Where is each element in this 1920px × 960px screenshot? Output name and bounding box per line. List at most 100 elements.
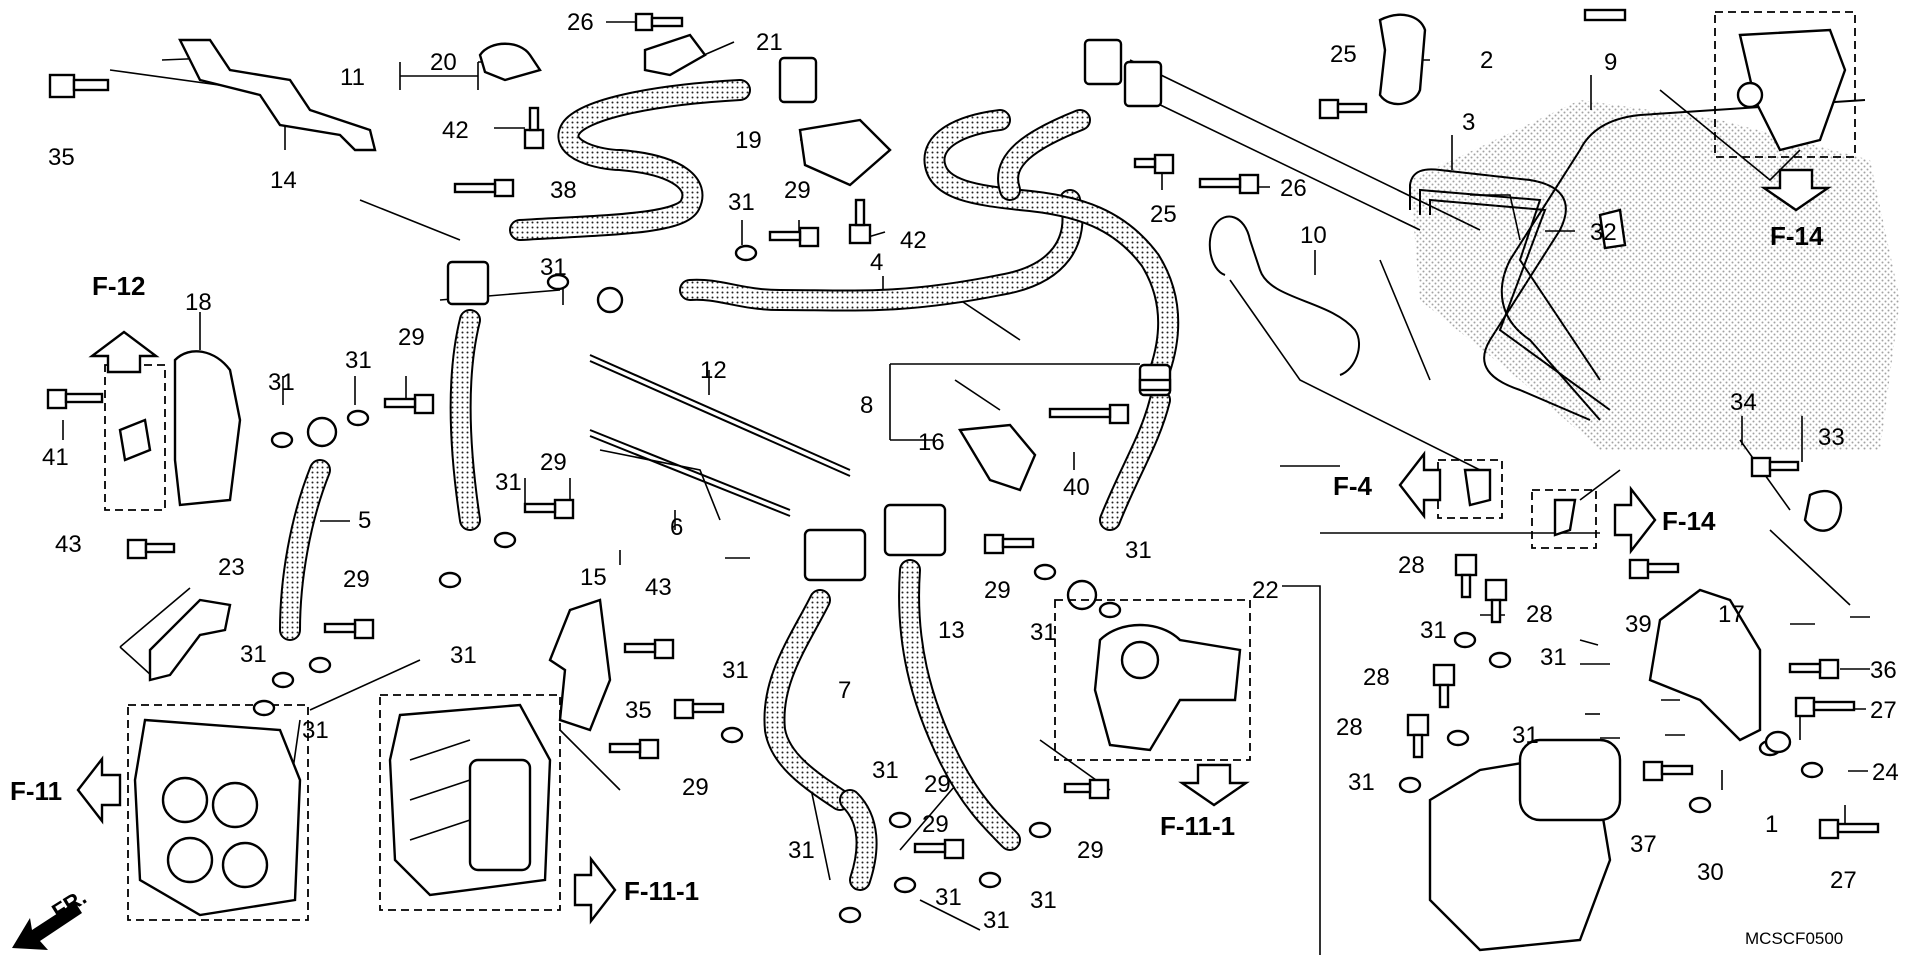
callout-11: 11 xyxy=(340,64,365,91)
callout-29-h: 29 xyxy=(922,811,949,838)
callout-28-c: 28 xyxy=(1363,664,1390,691)
callout-31-c: 31 xyxy=(268,369,295,396)
pipe-3 xyxy=(1409,168,1591,421)
callout-17: 17 xyxy=(1718,601,1745,628)
callout-35-b: 35 xyxy=(625,697,652,724)
clamp-33 xyxy=(1803,489,1843,532)
ref-f14-top: F-14 xyxy=(1770,221,1824,251)
callout-29-d: 29 xyxy=(343,566,370,593)
callout-28-d: 28 xyxy=(1336,714,1363,741)
callout-39: 39 xyxy=(1625,611,1652,638)
callout-29-g: 29 xyxy=(924,771,951,798)
junction-18 xyxy=(173,350,242,507)
arrow-left-f11 xyxy=(76,755,122,825)
pipe-10 xyxy=(1208,215,1360,376)
bolt-26-top xyxy=(634,12,684,32)
bolt-29-g xyxy=(913,838,965,860)
callout-43-b: 43 xyxy=(645,574,672,601)
callout-10: 10 xyxy=(1300,222,1327,249)
callout-31-a: 31 xyxy=(728,189,755,216)
callout-22: 22 xyxy=(1252,577,1279,604)
arrow-down-f14 xyxy=(1760,168,1832,212)
callout-40: 40 xyxy=(1063,474,1090,501)
bolt-41 xyxy=(46,388,104,410)
callout-30: 30 xyxy=(1697,859,1724,886)
callout-31-d: 31 xyxy=(345,347,372,374)
callout-36: 36 xyxy=(1870,657,1897,684)
callout-31-k: 31 xyxy=(1540,644,1567,671)
callout-13: 13 xyxy=(938,617,965,644)
bolt-28-b xyxy=(1484,578,1508,624)
bolt-25-b xyxy=(1133,153,1175,175)
ref-f12: F-12 xyxy=(92,271,145,301)
callout-29-a: 29 xyxy=(784,177,811,204)
bolt-29-e xyxy=(983,533,1035,555)
arrow-right-f11-1-left xyxy=(573,855,617,925)
callout-5: 5 xyxy=(358,507,371,534)
bolt-29-a xyxy=(768,226,820,248)
bolt-40 xyxy=(1048,403,1130,425)
bolt-29-d xyxy=(323,618,375,640)
pipe-12 xyxy=(589,354,851,471)
callout-31-i: 31 xyxy=(1125,537,1152,564)
callout-31-b: 31 xyxy=(540,254,567,281)
bolt-29-b xyxy=(383,393,435,415)
callout-31-p: 31 xyxy=(788,837,815,864)
callout-2: 2 xyxy=(1480,47,1493,74)
clip-32 xyxy=(1598,208,1627,250)
callout-31-j: 31 xyxy=(1420,617,1447,644)
callout-31-s: 31 xyxy=(1030,887,1057,914)
bolt-43 xyxy=(126,538,176,560)
bolt-29-f xyxy=(673,698,725,720)
ref-f14-mid: F-14 xyxy=(1662,506,1716,536)
bolt-39 xyxy=(1628,558,1680,580)
callout-25-b: 25 xyxy=(1150,201,1177,228)
pipe-9 xyxy=(1500,99,1866,421)
fittings xyxy=(306,8,1627,611)
callout-27-b: 27 xyxy=(1830,867,1857,894)
clamp-21 xyxy=(643,33,707,77)
callout-14: 14 xyxy=(270,167,297,194)
shaded-area xyxy=(1410,100,1900,450)
callout-34: 34 xyxy=(1730,389,1757,416)
bracket-15 xyxy=(548,598,612,732)
washers xyxy=(252,244,1824,924)
ref-f4: F-4 xyxy=(1333,471,1373,501)
bolt-27-b xyxy=(1818,818,1880,840)
clip-2 xyxy=(1378,13,1427,106)
callout-31-n: 31 xyxy=(722,657,749,684)
bolt-43-b xyxy=(623,638,675,660)
bolt-35-top xyxy=(48,73,110,99)
brackets xyxy=(148,13,1843,742)
callout-16: 16 xyxy=(918,429,945,456)
callout-3: 3 xyxy=(1462,109,1475,136)
calipers xyxy=(104,11,1856,952)
callout-21: 21 xyxy=(756,29,783,56)
callout-8: 8 xyxy=(860,392,873,419)
callout-41: 41 xyxy=(42,444,69,471)
callout-29-f: 29 xyxy=(682,774,709,801)
bracket-14 xyxy=(178,38,377,152)
front-master-cylinder xyxy=(1093,623,1242,752)
callout-12: 12 xyxy=(700,357,727,384)
callout-31-e: 31 xyxy=(495,469,522,496)
callout-29-e: 29 xyxy=(984,577,1011,604)
diagram-code: MCSCF0500 xyxy=(1745,929,1843,948)
callout-9: 9 xyxy=(1604,49,1617,76)
callout-33: 33 xyxy=(1818,424,1845,451)
bolt-26-b xyxy=(1198,173,1260,195)
callout-25: 25 xyxy=(1330,41,1357,68)
reference-arrows xyxy=(12,168,1832,950)
clamp-20 xyxy=(478,42,542,82)
callout-27-a: 27 xyxy=(1870,697,1897,724)
bolt-25 xyxy=(1318,98,1368,120)
callout-42: 42 xyxy=(442,117,469,144)
brake-pipes xyxy=(589,99,1866,517)
callout-42-b: 42 xyxy=(900,227,927,254)
callout-29-i: 29 xyxy=(1077,837,1104,864)
callout-31-f: 31 xyxy=(450,642,477,669)
callout-31-q: 31 xyxy=(935,884,962,911)
callout-31-g: 31 xyxy=(240,641,267,668)
